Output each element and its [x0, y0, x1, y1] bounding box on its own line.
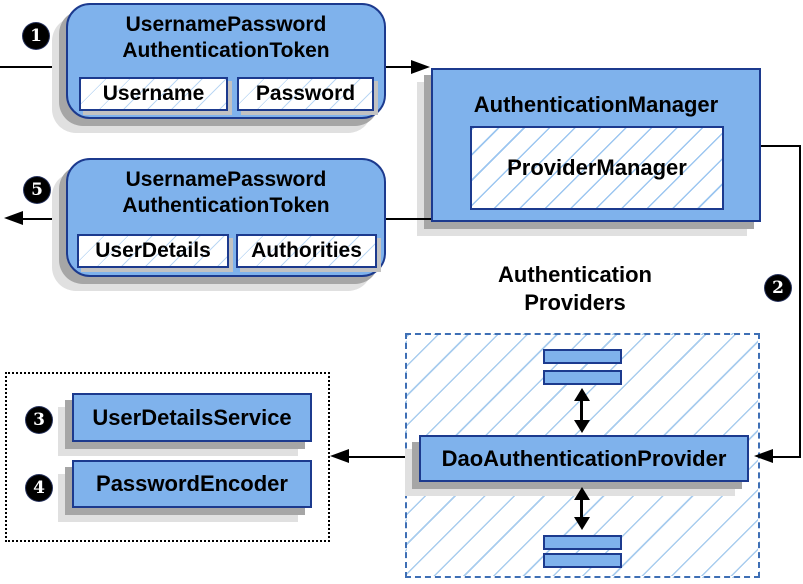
- request-token-box: UsernamePassword AuthenticationToken Use…: [66, 3, 386, 119]
- user-details-field-box: UserDetails: [77, 234, 229, 268]
- double-arrow-bottom-down: [574, 517, 590, 530]
- provider-stack-bar-top-2: [543, 370, 622, 385]
- step-2-badge: 2: [765, 275, 791, 301]
- result-token-title-line1: UsernamePassword: [125, 168, 327, 191]
- arrowhead-into-services-box: [330, 449, 349, 463]
- result-token-title-line2: AuthenticationToken: [122, 194, 330, 217]
- connector-manager-to-provider-vertical: [799, 145, 801, 458]
- password-field-label: Password: [255, 82, 356, 105]
- dao-authentication-provider-label: DaoAuthenticationProvider: [441, 445, 727, 471]
- authorities-field-label: Authorities: [251, 239, 362, 262]
- step-3-number: 3: [33, 409, 45, 430]
- step-3-badge: 3: [26, 407, 52, 433]
- step-1-number: 1: [30, 25, 42, 46]
- step-2-number: 2: [772, 277, 784, 298]
- step-4-number: 4: [33, 477, 45, 498]
- request-token-title: UsernamePassword AuthenticationToken: [68, 5, 384, 64]
- double-arrow-bottom-up: [574, 487, 590, 500]
- step-4-badge: 4: [26, 475, 52, 501]
- double-arrow-top-down: [574, 420, 590, 433]
- provider-stack-bar-top-1: [543, 349, 622, 364]
- provider-stack-bar-bottom-1: [543, 535, 622, 550]
- step-1-badge: 1: [23, 23, 49, 49]
- request-token-title-line1: UsernamePassword: [125, 13, 327, 36]
- provider-stack-bar-bottom-2: [543, 553, 622, 568]
- authentication-providers-label-line2: Providers: [524, 290, 626, 315]
- user-details-service-box: UserDetailsService: [72, 393, 312, 442]
- step-5-number: 5: [31, 179, 43, 200]
- password-encoder-label: PasswordEncoder: [96, 471, 288, 496]
- result-token-box: UsernamePassword AuthenticationToken Use…: [66, 158, 386, 277]
- authentication-providers-label-line1: Authentication: [498, 262, 652, 287]
- step-5-badge: 5: [24, 177, 50, 203]
- password-field-box: Password: [237, 77, 374, 111]
- connector-manager-to-provider-bottom: [772, 456, 801, 458]
- double-arrow-bottom-shaft: [580, 498, 583, 520]
- double-arrow-top-shaft: [580, 399, 583, 423]
- arrowhead-into-authentication-manager: [411, 60, 430, 74]
- provider-manager-box: ProviderManager: [470, 126, 724, 210]
- services-container: [5, 372, 330, 542]
- request-token-title-line2: AuthenticationToken: [122, 39, 330, 62]
- provider-manager-label: ProviderManager: [507, 155, 687, 180]
- dao-authentication-provider-box: DaoAuthenticationProvider: [419, 435, 749, 482]
- password-encoder-box: PasswordEncoder: [72, 460, 312, 508]
- result-token-title: UsernamePassword AuthenticationToken: [68, 160, 384, 219]
- connector-dao-to-services: [348, 456, 419, 458]
- authorities-field-box: Authorities: [236, 234, 377, 268]
- arrowhead-into-dao-provider: [754, 449, 773, 463]
- username-field-box: Username: [79, 77, 228, 111]
- arrowhead-response-out: [4, 211, 23, 225]
- authentication-manager-title: AuthenticationManager: [473, 92, 719, 117]
- user-details-field-label: UserDetails: [95, 239, 211, 262]
- authentication-providers-label: Authentication Providers: [445, 261, 705, 317]
- connector-manager-to-provider-top: [761, 145, 801, 147]
- authentication-manager-box: AuthenticationManager ProviderManager: [431, 68, 761, 222]
- user-details-service-label: UserDetailsService: [92, 404, 292, 430]
- double-arrow-top-up: [574, 388, 590, 401]
- username-field-label: Username: [102, 82, 205, 105]
